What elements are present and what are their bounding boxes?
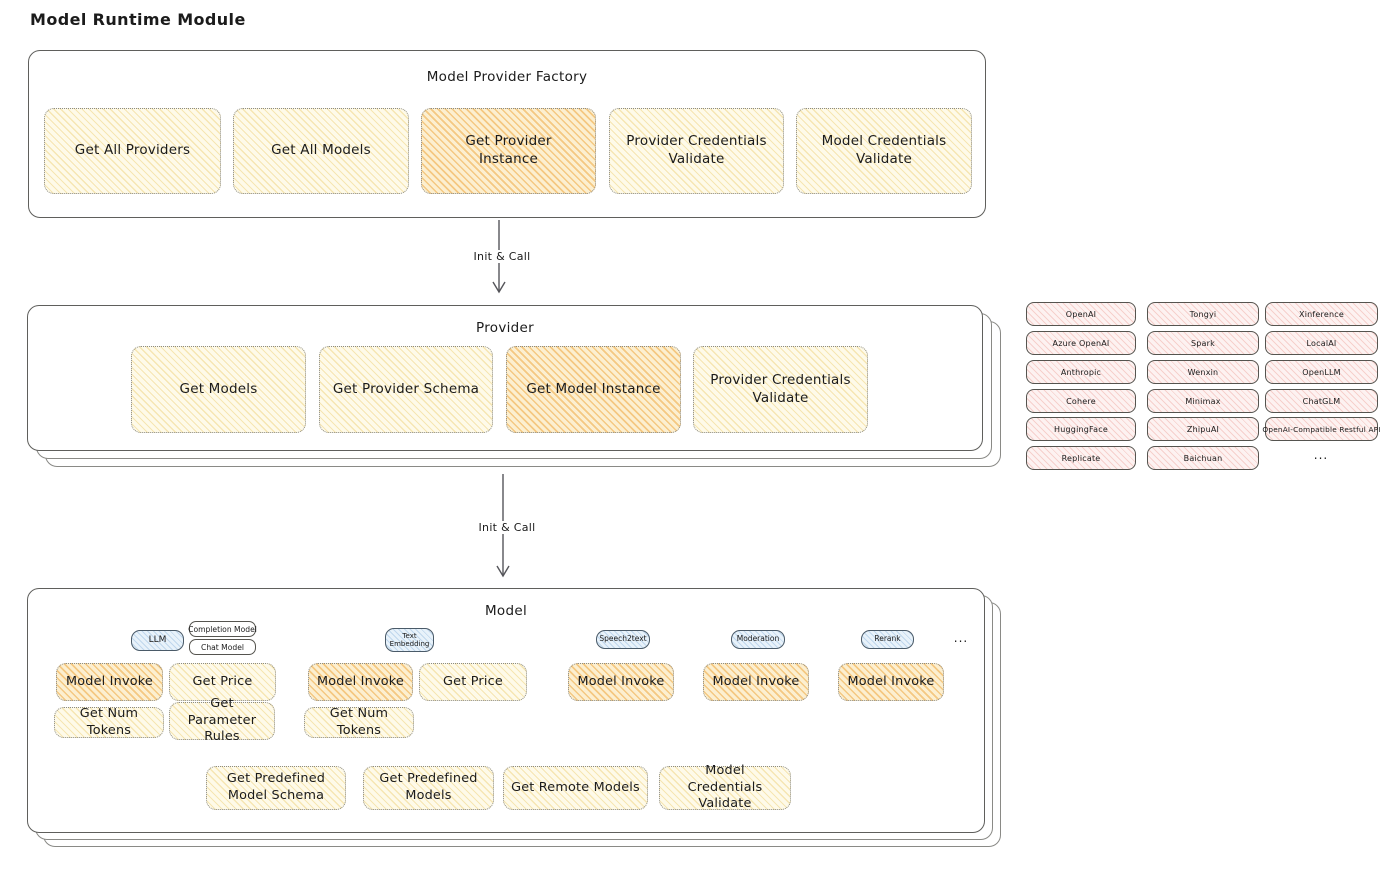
model-button-get-predefined-models: Get Predefined Models (363, 766, 494, 810)
page-title: Model Runtime Module (30, 10, 246, 29)
provider-chip-chatglm: ChatGLM (1265, 389, 1378, 413)
provider-title: Provider (476, 320, 534, 336)
provider-chip-baichuan: Baichuan (1147, 446, 1259, 470)
provider-chip-openllm: OpenLLM (1265, 360, 1378, 384)
factory-button-get-all-providers: Get All Providers (44, 108, 221, 194)
embedding-button-get-num-tokens: Get Num Tokens (304, 706, 414, 738)
speech2text-button-model-invoke: Model Invoke (568, 663, 674, 701)
model-button-get-remote-models: Get Remote Models (503, 766, 648, 810)
init-call-label-2: Init & Call (473, 521, 541, 534)
llm-button-model-invoke: Model Invoke (56, 663, 163, 701)
model-type-tag-llm: LLM (131, 630, 184, 651)
provider-list-ellipsis: ... (1313, 448, 1329, 462)
provider-chip-xinference: Xinference (1265, 302, 1378, 326)
provider-chip-spark: Spark (1147, 331, 1259, 355)
model-title: Model (484, 603, 528, 619)
embedding-button-model-invoke: Model Invoke (308, 663, 413, 701)
model-button-get-predefined-model-schema: Get Predefined Model Schema (206, 766, 346, 810)
model-provider-factory-box: Model Provider Factory Get All Providers… (28, 50, 986, 218)
provider-chip-wenxin: Wenxin (1147, 360, 1259, 384)
provider-chip-localai: LocalAI (1265, 331, 1378, 355)
model-type-tag-chat-model: Chat Model (189, 639, 256, 655)
provider-chip-openai-compatible: OpenAI-Compatible Restful API (1262, 417, 1380, 441)
factory-button-provider-credentials-validate: Provider Credentials Validate (609, 108, 784, 194)
model-type-tag-text-embedding: Text Embedding (385, 628, 434, 652)
provider-chip-cohere: Cohere (1026, 389, 1136, 413)
provider-chip-replicate: Replicate (1026, 446, 1136, 470)
provider-chip-azure-openai: Azure OpenAI (1026, 331, 1136, 355)
provider-button-get-model-instance: Get Model Instance (506, 346, 681, 433)
provider-box: Provider Get Models Get Provider Schema … (27, 305, 983, 451)
provider-button-get-provider-schema: Get Provider Schema (319, 346, 493, 433)
model-type-tag-completion-model: Completion Model (188, 621, 257, 637)
factory-title: Model Provider Factory (426, 69, 588, 85)
provider-chip-zhipuai: ZhipuAI (1147, 417, 1259, 441)
model-box: Model LLM Completion Model Chat Model Te… (27, 588, 985, 833)
provider-chip-minimax: Minimax (1147, 389, 1259, 413)
model-type-tag-speech2text: Speech2text (596, 630, 650, 649)
provider-chip-huggingface: HuggingFace (1026, 417, 1136, 441)
init-call-label-1: Init & Call (468, 250, 536, 263)
factory-button-model-credentials-validate: Model Credentials Validate (796, 108, 972, 194)
provider-chip-openai: OpenAI (1026, 302, 1136, 326)
model-type-tag-rerank: Rerank (861, 630, 914, 649)
embedding-button-get-price: Get Price (419, 663, 527, 701)
llm-button-get-parameter-rules: Get Parameter Rules (169, 696, 275, 744)
model-type-tag-moderation: Moderation (731, 630, 785, 649)
rerank-button-model-invoke: Model Invoke (838, 663, 944, 701)
moderation-button-model-invoke: Model Invoke (703, 663, 809, 701)
llm-button-get-price: Get Price (169, 663, 276, 701)
provider-chip-tongyi: Tongyi (1147, 302, 1259, 326)
provider-chip-anthropic: Anthropic (1026, 360, 1136, 384)
llm-button-get-num-tokens: Get Num Tokens (54, 706, 164, 738)
model-types-ellipsis: ... (953, 631, 969, 645)
model-button-model-credentials-validate: Model Credentials Validate (659, 763, 791, 811)
provider-button-get-models: Get Models (131, 346, 306, 433)
provider-button-provider-credentials-validate: Provider Credentials Validate (693, 346, 868, 433)
factory-button-get-all-models: Get All Models (233, 108, 409, 194)
factory-button-get-provider-instance: Get Provider Instance (421, 108, 596, 194)
